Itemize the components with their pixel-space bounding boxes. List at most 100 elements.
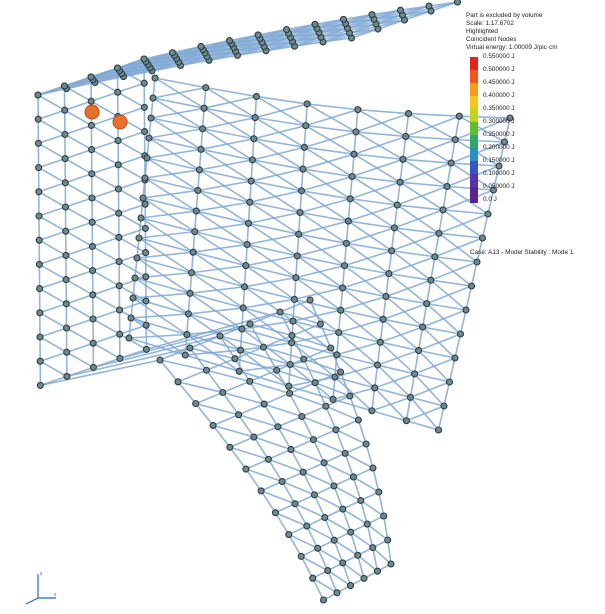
mesh-edge [288, 385, 334, 401]
mesh-node [246, 320, 254, 328]
legend-level-label: 0.250000 J [483, 131, 515, 138]
mesh-node [36, 357, 44, 365]
mesh-edge [91, 139, 119, 151]
mesh-edge [304, 131, 357, 149]
mesh-node [352, 128, 360, 136]
mesh-edge [290, 353, 338, 366]
mesh-edge [194, 230, 248, 246]
mesh-edge [289, 392, 327, 408]
mesh-edge [290, 449, 304, 473]
mesh-edge [245, 468, 262, 492]
mesh-edge [459, 309, 467, 335]
mesh-node [137, 214, 145, 222]
mesh-edge [92, 269, 120, 287]
mesh-edge [91, 124, 119, 142]
mesh-edge [353, 131, 357, 155]
mesh-edge [288, 533, 319, 550]
mesh-edge [304, 146, 355, 155]
mesh-node [419, 323, 427, 331]
mesh-edge [307, 103, 358, 111]
mesh-edge [344, 443, 367, 455]
mesh-node [390, 224, 398, 232]
mesh-node [346, 195, 354, 203]
mesh-node [348, 172, 356, 181]
mesh-node [62, 324, 71, 332]
mesh-edge [288, 393, 303, 417]
mesh-node [500, 138, 509, 146]
mesh-node [360, 574, 368, 582]
mesh-edge [291, 335, 305, 360]
mesh-edge [388, 250, 393, 274]
mesh-node [289, 317, 297, 325]
mesh-edge [402, 158, 452, 164]
mesh-edge [294, 287, 343, 301]
mesh-node [142, 321, 150, 329]
mesh-edge [196, 201, 250, 212]
mesh-node [320, 459, 328, 467]
mesh-node [435, 229, 443, 237]
mesh-edge [38, 230, 66, 241]
mesh-node [240, 283, 249, 291]
mesh-edge [290, 448, 325, 464]
mesh-node [293, 252, 301, 260]
mesh-edge [350, 197, 398, 206]
mesh-edge [323, 452, 346, 464]
mesh-edge [275, 503, 296, 514]
legend-level-label: 0.300000 J [483, 118, 515, 125]
mesh-node [87, 97, 95, 105]
mesh-edge [246, 243, 298, 257]
mesh-node [380, 512, 388, 520]
mesh-node [239, 304, 247, 312]
mesh-edge [267, 458, 283, 482]
mesh-edge [405, 397, 412, 421]
mesh-edge [65, 303, 94, 320]
mesh-edge [342, 272, 390, 289]
mesh-edge [249, 323, 293, 337]
mesh-edge [91, 197, 120, 214]
legend-swatch [470, 83, 478, 99]
mesh-edge [342, 562, 365, 580]
mesh-edge [199, 159, 253, 171]
legend-highlighted: Highlighted [466, 28, 498, 35]
mesh-edge [344, 249, 392, 267]
mesh-edge [138, 237, 194, 253]
mesh-node [115, 282, 123, 290]
mesh-edge [159, 359, 179, 383]
mesh-edge [65, 230, 93, 248]
mesh-node [311, 20, 319, 28]
mesh-node [34, 91, 42, 99]
mesh-edge [38, 166, 66, 184]
mesh-node [462, 306, 470, 314]
mesh-edge [373, 364, 379, 388]
mesh-edge [418, 333, 461, 352]
mesh-edge [372, 467, 380, 493]
mesh-edge [378, 491, 385, 517]
mesh-edge [203, 107, 256, 119]
mesh-node [242, 262, 250, 270]
mesh-edge [385, 295, 427, 305]
mesh-edge [202, 127, 254, 140]
mesh-edge [117, 91, 145, 109]
mesh-node [60, 82, 69, 90]
mesh-edge [219, 335, 236, 360]
mesh-node [156, 356, 164, 364]
mesh-edge [140, 210, 197, 219]
mesh-node [252, 92, 260, 101]
mesh-edge [276, 369, 291, 394]
mesh-node [89, 291, 97, 299]
mesh-edge [288, 534, 302, 557]
mesh-edge [360, 500, 368, 525]
mesh-edge [249, 323, 265, 348]
mesh-edge [242, 307, 294, 322]
mesh-edge [191, 264, 246, 274]
mesh-node [248, 156, 257, 164]
mesh-node [324, 566, 332, 575]
mesh-node [321, 513, 329, 522]
mesh-edge [438, 232, 483, 239]
mesh-edge [260, 480, 283, 492]
mesh-node [297, 187, 306, 195]
mesh-node [337, 368, 345, 376]
mesh-node [506, 114, 514, 122]
mesh-edge [329, 347, 342, 373]
